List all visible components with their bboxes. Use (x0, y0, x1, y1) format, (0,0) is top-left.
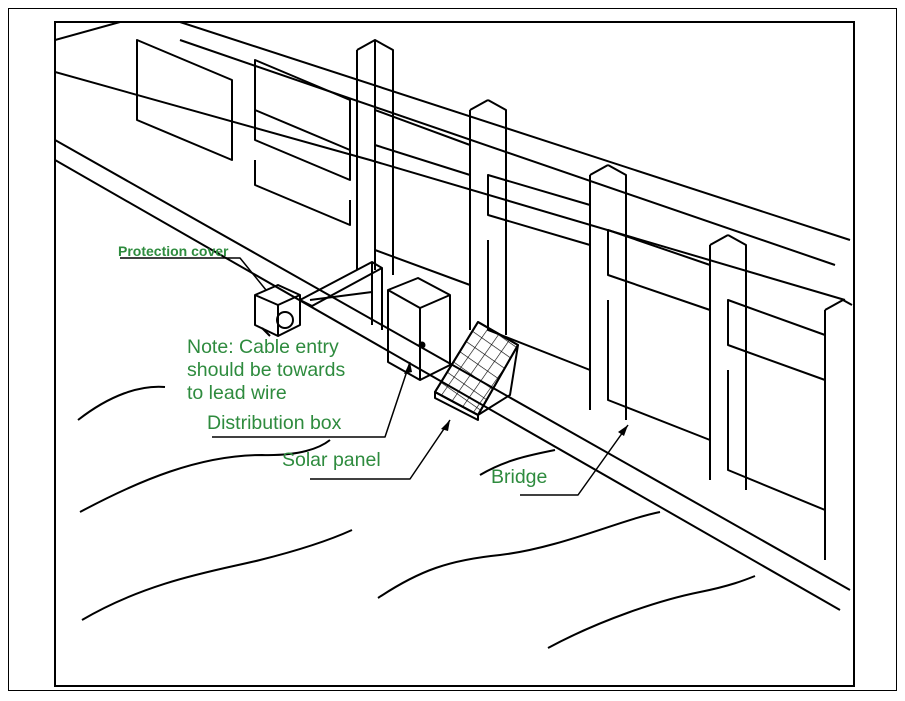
solar-panel-label: Solar panel (282, 449, 381, 471)
distribution-box (387, 277, 451, 381)
bridge-label: Bridge (491, 466, 548, 488)
solar-panel (434, 321, 519, 421)
arrowheads (404, 362, 628, 436)
leader-lines (120, 257, 629, 496)
cable-entry-note: Note: Cable entry should be towards to l… (187, 336, 346, 404)
protection-cover-label: Protection cover (118, 243, 229, 259)
mounting-bracket (299, 261, 383, 330)
inner-border (54, 21, 855, 687)
distribution-box-label: Distribution box (207, 412, 342, 434)
bridge-railing (55, 22, 853, 611)
water-waves (77, 385, 756, 649)
protection-cover (254, 284, 301, 337)
figure-frame (8, 8, 897, 691)
